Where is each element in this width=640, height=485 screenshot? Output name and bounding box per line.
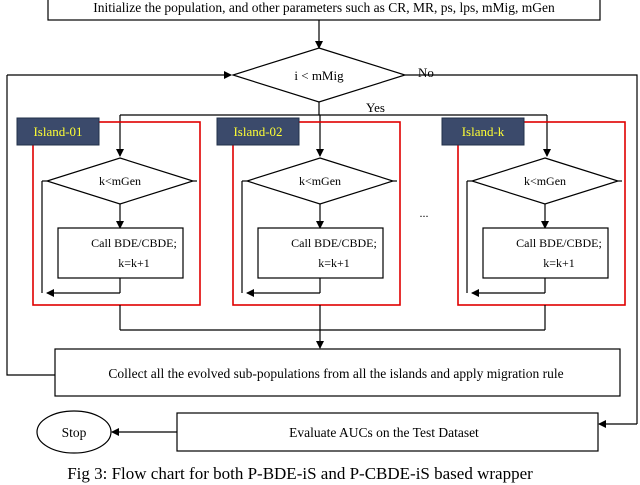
evaluate-text: Evaluate AUCs on the Test Dataset bbox=[289, 425, 479, 440]
no-branch-line bbox=[405, 74, 638, 424]
island-01: Island-01 k<mGen Call BDE/CBDE; k=k+1 bbox=[16, 117, 201, 306]
island-title: Island-02 bbox=[233, 124, 282, 139]
island-action-line2: k=k+1 bbox=[318, 256, 350, 270]
figure-caption: Fig 3: Flow chart for both P-BDE-iS and … bbox=[67, 464, 533, 483]
island-action-line2: k=k+1 bbox=[543, 256, 575, 270]
island-tab bbox=[441, 117, 525, 146]
island-border bbox=[232, 121, 401, 306]
island-decision-text: k<mGen bbox=[524, 174, 566, 188]
outer-decision-text: i < mMig bbox=[294, 68, 344, 83]
init-text: Initialize the population, and other par… bbox=[93, 0, 555, 15]
island-action-line1: Call BDE/CBDE; bbox=[91, 236, 177, 250]
island-action-box bbox=[482, 227, 609, 279]
yes-label: Yes bbox=[366, 100, 385, 115]
collect-text: Collect all the evolved sub-populations … bbox=[108, 366, 563, 381]
island-title: Island-k bbox=[462, 124, 505, 139]
island-action-line1: Call BDE/CBDE; bbox=[516, 236, 602, 250]
island-border bbox=[457, 121, 626, 306]
island-tab bbox=[216, 117, 300, 146]
island-action-line2: k=k+1 bbox=[118, 256, 150, 270]
island-02: Island-02 k<mGen Call BDE/CBDE; k=k+1 bbox=[216, 117, 401, 306]
init-box bbox=[47, 0, 601, 21]
island-decision-text: k<mGen bbox=[299, 174, 341, 188]
evaluate-box bbox=[176, 412, 599, 452]
island-action-box bbox=[257, 227, 384, 279]
island-title: Island-01 bbox=[33, 124, 82, 139]
island-action-line1: Call BDE/CBDE; bbox=[291, 236, 377, 250]
no-label: No bbox=[418, 65, 434, 80]
island-decision-text: k<mGen bbox=[99, 174, 141, 188]
island-border bbox=[32, 121, 201, 306]
loop-back-line bbox=[6, 75, 55, 376]
stop-terminal bbox=[36, 410, 112, 454]
island-k: Island-k k<mGen Call BDE/CBDE; k=k+1 bbox=[441, 117, 626, 306]
island-tab bbox=[16, 117, 100, 146]
ellipsis: ... bbox=[420, 206, 429, 220]
collect-box bbox=[54, 348, 621, 397]
stop-text: Stop bbox=[62, 425, 87, 440]
